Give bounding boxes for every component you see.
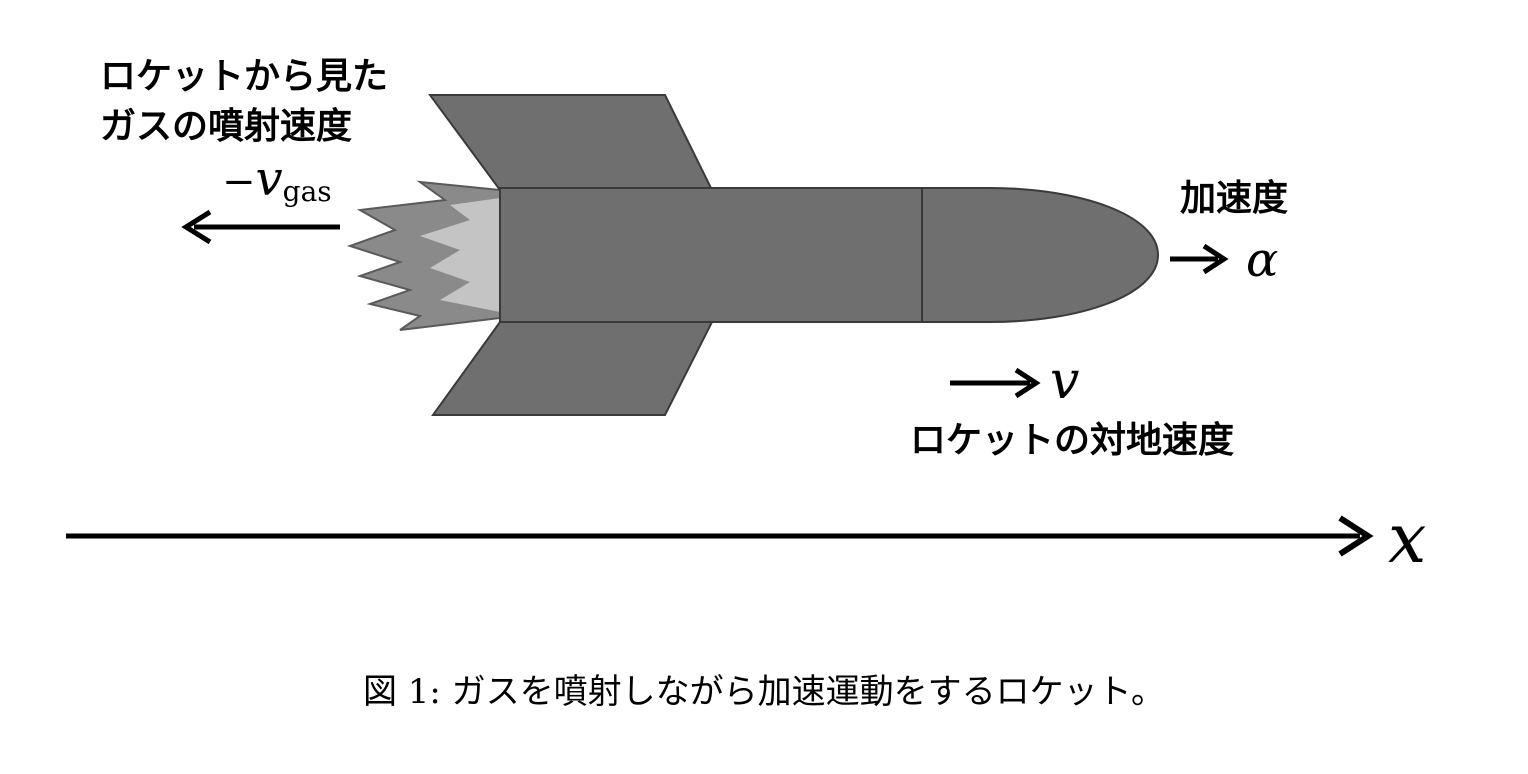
rocket-body bbox=[499, 187, 923, 323]
velocity-arrow bbox=[950, 367, 1041, 399]
velocity-symbol: v bbox=[1050, 351, 1079, 411]
gas-velocity-symbol: v bbox=[256, 151, 283, 207]
ground-speed-label: ロケットの対地速度 bbox=[910, 420, 1234, 461]
acceleration-arrow bbox=[1170, 243, 1229, 275]
x-axis-symbol: x bbox=[1388, 500, 1426, 579]
exhaust-flame bbox=[346, 180, 501, 331]
rocket-top-fin bbox=[428, 94, 714, 191]
gas-speed-label-line1: ロケットから見た bbox=[100, 56, 388, 97]
gas-velocity-label: −vgas bbox=[222, 151, 332, 208]
rocket bbox=[428, 94, 1160, 416]
figure-caption: 図 1: ガスを噴射しながら加速運動をするロケット。 bbox=[362, 672, 1166, 712]
gas-velocity-subscript: gas bbox=[283, 175, 332, 208]
gas-speed-label-line2: ガスの噴射速度 bbox=[100, 106, 352, 147]
x-axis-arrow bbox=[66, 515, 1374, 557]
gas-velocity-minus: − bbox=[222, 159, 256, 205]
gas-velocity-arrow bbox=[181, 209, 340, 245]
rocket-bottom-fin bbox=[431, 321, 714, 416]
rocket-nose bbox=[921, 187, 1160, 323]
acceleration-label: 加速度 bbox=[1180, 178, 1288, 219]
acceleration-symbol: α bbox=[1246, 232, 1278, 288]
